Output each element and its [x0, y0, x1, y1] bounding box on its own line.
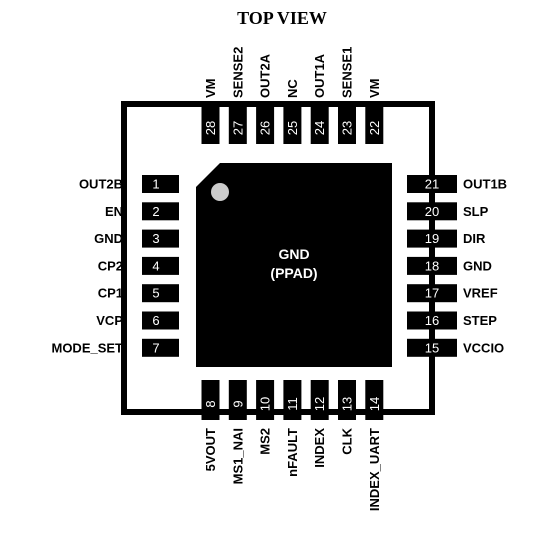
- pin-1-label: OUT2B: [79, 177, 123, 192]
- pin-2-number: 2: [152, 204, 159, 219]
- pin-3-label: GND: [94, 231, 123, 246]
- pin-5-lead: [142, 284, 179, 303]
- pin-26-lead: [256, 107, 275, 144]
- pin-3-lead: [142, 229, 179, 248]
- pin-24-label: OUT1A: [312, 53, 327, 98]
- pin-1-lead: [142, 175, 179, 193]
- pin-15-lead: [407, 338, 457, 357]
- exposed-thermal-pad: [196, 163, 392, 367]
- pin-16-label: STEP: [463, 313, 497, 328]
- pin-13-lead: [338, 380, 356, 420]
- pin-15-label: VCCIO: [463, 340, 504, 355]
- pin-9-lead: [228, 380, 247, 420]
- pin1-marker-dot: [211, 183, 229, 201]
- pin-28-label: VM: [203, 79, 218, 99]
- pin-20-number: 20: [425, 204, 439, 219]
- pin-8-lead: [201, 380, 220, 420]
- pin-10-lead: [256, 380, 275, 420]
- pin-11-number: 11: [285, 397, 300, 411]
- pin-24-lead: [310, 107, 329, 144]
- pin-27-number: 27: [230, 121, 245, 135]
- pin-21-number: 21: [425, 177, 439, 192]
- pin-11-label: nFAULT: [285, 428, 300, 477]
- pin-7-number: 7: [152, 340, 159, 355]
- pin-6-label: VCP: [96, 313, 123, 328]
- pin-2-lead: [142, 202, 179, 221]
- pin-27-label: SENSE2: [230, 47, 245, 98]
- pin-14-number: 14: [367, 397, 382, 411]
- pin-23-number: 23: [340, 121, 355, 135]
- pin-23-lead: [338, 107, 356, 144]
- pin-5-number: 5: [152, 286, 159, 301]
- pin-9-number: 9: [230, 400, 245, 407]
- pin-4-lead: [142, 256, 179, 275]
- pin-16-number: 16: [425, 313, 439, 328]
- pin-12-lead: [310, 380, 329, 420]
- pin-8-number: 8: [203, 400, 218, 407]
- pin-23-label: SENSE1: [340, 47, 355, 98]
- pin-7-label: MODE_SET: [51, 340, 123, 355]
- pin-2-label: EN: [105, 204, 123, 219]
- pin-1-number: 1: [152, 177, 159, 192]
- pin-26-number: 26: [258, 121, 273, 135]
- pin-21-label: OUT1B: [463, 177, 507, 192]
- pad-label-ppad: (PPAD): [270, 265, 317, 281]
- pin-25-label: NC: [285, 79, 300, 98]
- pin-8-label: 5VOUT: [203, 428, 218, 471]
- pin-11-lead: [283, 380, 302, 420]
- pin-4-label: CP2: [98, 258, 123, 273]
- pin-20-lead: [407, 202, 457, 221]
- pin-18-lead: [407, 256, 457, 275]
- pin-27-lead: [228, 107, 247, 144]
- pin-24-number: 24: [312, 121, 327, 135]
- pin-17-number: 17: [425, 286, 439, 301]
- pin-14-lead: [365, 380, 384, 420]
- pin-13-number: 13: [340, 397, 355, 411]
- pin-9-label: MS1_NAI: [230, 428, 245, 484]
- diagram-title: TOP VIEW: [237, 8, 327, 28]
- pin-25-lead: [283, 107, 302, 144]
- pin-13-label: CLK: [340, 427, 355, 454]
- pin-14-label: INDEX_UART: [367, 428, 382, 511]
- pin-28-number: 28: [203, 121, 218, 135]
- pin-18-label: GND: [463, 258, 492, 273]
- pin-25-number: 25: [285, 121, 300, 135]
- pin-26-label: OUT2A: [258, 53, 273, 98]
- pin-17-lead: [407, 284, 457, 303]
- pin-19-label: DIR: [463, 231, 486, 246]
- pin-21-lead: [407, 175, 457, 193]
- pin-10-number: 10: [258, 397, 273, 411]
- pad-label-gnd: GND: [278, 246, 309, 262]
- pin-3-number: 3: [152, 231, 159, 246]
- pin-28-lead: [201, 107, 220, 144]
- pin-15-number: 15: [425, 340, 439, 355]
- pin-22-number: 22: [367, 121, 382, 135]
- pin-20-label: SLP: [463, 204, 489, 219]
- pin-5-label: CP1: [98, 286, 123, 301]
- pin-22-label: VM: [367, 79, 382, 99]
- pin-6-lead: [142, 311, 179, 330]
- pin-7-lead: [142, 338, 179, 357]
- pin-16-lead: [407, 311, 457, 330]
- pin-12-number: 12: [312, 397, 327, 411]
- pin-6-number: 6: [152, 313, 159, 328]
- pin-19-number: 19: [425, 231, 439, 246]
- pin-22-lead: [365, 107, 384, 144]
- pin-12-label: INDEX: [312, 428, 327, 468]
- pin-10-label: MS2: [258, 428, 273, 455]
- pin-18-number: 18: [425, 258, 439, 273]
- pin-4-number: 4: [152, 258, 159, 273]
- pin-17-label: VREF: [463, 286, 498, 301]
- pin-19-lead: [407, 229, 457, 248]
